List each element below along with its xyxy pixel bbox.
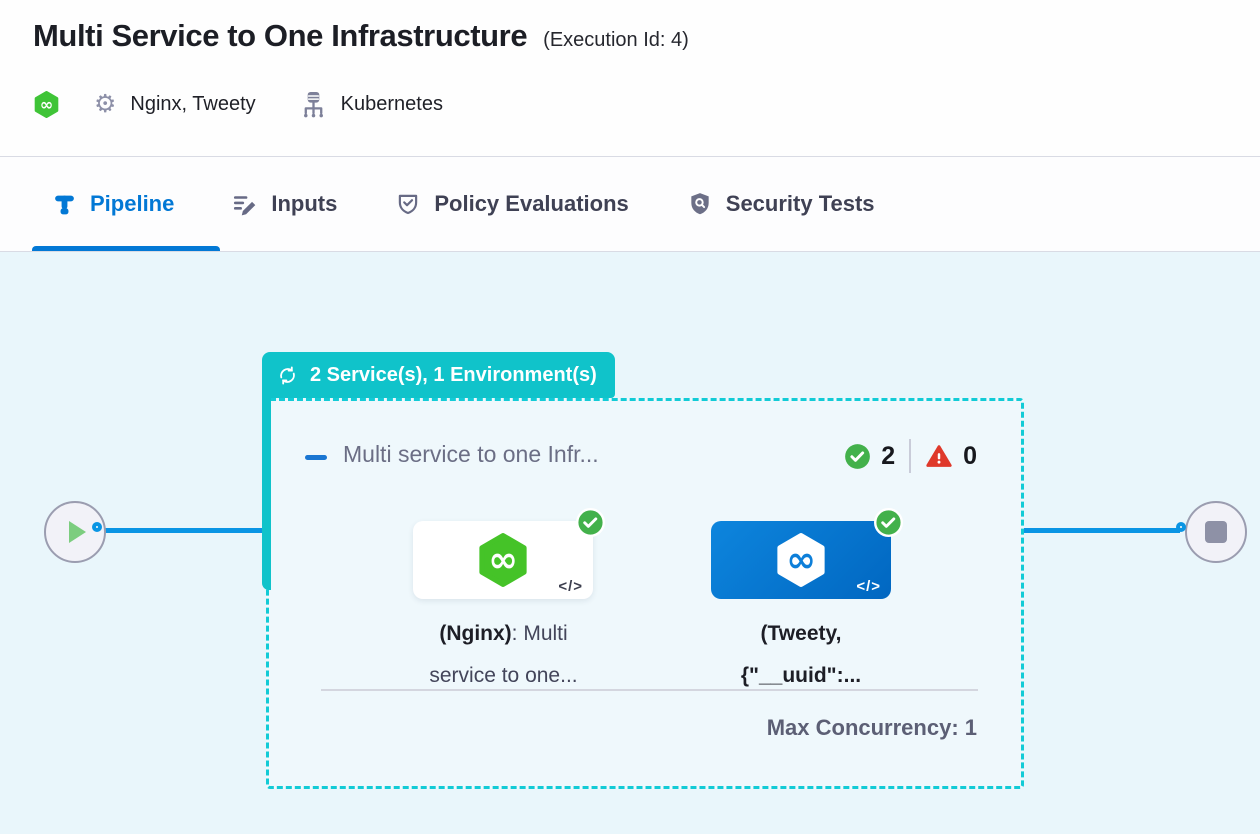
svg-text:∞: ∞ — [40, 95, 53, 114]
code-icon: </> — [856, 578, 881, 595]
stage-status-counts: 2 0 — [844, 439, 977, 473]
active-tab-underline — [32, 246, 220, 251]
tab-inputs-label: Inputs — [271, 191, 338, 216]
execution-id-label: (Execution Id: 4) — [543, 29, 689, 51]
infrastructure-icon — [300, 90, 327, 119]
loop-accent-strip — [262, 398, 271, 590]
page-header: Multi Service to One Infrastructure (Exe… — [0, 0, 1260, 156]
play-icon — [69, 521, 86, 543]
code-icon: </> — [558, 578, 583, 595]
tab-policy-evaluations[interactable]: Policy Evaluations — [395, 191, 629, 217]
loop-icon — [276, 364, 299, 387]
error-warning-icon — [925, 443, 953, 470]
security-shield-icon — [687, 191, 713, 217]
stage-group-box[interactable]: Multi service to one Infr... 2 0 — [266, 398, 1024, 789]
max-concurrency-label: Max Concurrency: 1 — [766, 715, 977, 740]
pipeline-start-node — [44, 501, 106, 563]
node-success-badge — [874, 508, 903, 537]
tab-pipeline[interactable]: Pipeline — [52, 191, 174, 217]
pipeline-end-node — [1185, 501, 1247, 563]
tab-bar: Pipeline Inputs Policy Evaluations — [0, 156, 1260, 252]
service-node-nginx[interactable]: ∞ </> — [413, 508, 605, 599]
success-count: 2 — [881, 441, 896, 470]
stop-icon — [1205, 521, 1227, 543]
end-link-port — [1176, 522, 1186, 532]
collapse-stage-icon[interactable] — [305, 455, 327, 460]
service-node-label-tweety: (Tweety, {"__uuid":... — [740, 622, 862, 687]
loop-badge-label: 2 Service(s), 1 Environment(s) — [310, 363, 597, 386]
error-count: 0 — [963, 441, 977, 470]
multi-deploy-badge[interactable]: 2 Service(s), 1 Environment(s) — [262, 352, 615, 398]
edge-stage-to-end — [1024, 528, 1180, 533]
page-title: Multi Service to One Infrastructure — [33, 18, 528, 53]
header-meta-row: ∞ ⚙ Nginx, Tweety Kubernetes — [33, 88, 443, 120]
service-node-label-nginx: (Nginx): Multi service to one... — [429, 622, 578, 687]
counts-divider — [909, 439, 912, 473]
success-check-icon — [844, 443, 871, 470]
stage-title: Multi service to one Infr... — [343, 441, 599, 467]
title-row: Multi Service to One Infrastructure (Exe… — [33, 18, 689, 54]
tab-security-tests[interactable]: Security Tests — [687, 191, 875, 217]
svg-text:∞: ∞ — [786, 540, 816, 581]
harness-service-logo-white: ∞ — [774, 532, 828, 588]
tab-security-tests-label: Security Tests — [725, 191, 875, 216]
services-gear-icon: ⚙ — [94, 89, 117, 118]
edge-start-to-stage — [101, 528, 262, 533]
node-success-badge — [576, 508, 605, 537]
stage-divider — [321, 689, 978, 691]
start-link-port — [92, 522, 102, 532]
tab-pipeline-label: Pipeline — [90, 191, 175, 216]
harness-service-logo-green: ∞ — [476, 532, 530, 588]
policy-shield-check-icon — [395, 191, 421, 217]
services-names: Nginx, Tweety — [130, 92, 256, 115]
inputs-edit-icon — [232, 191, 258, 217]
pipeline-canvas: 2 Service(s), 1 Environment(s) Multi ser… — [0, 252, 1260, 834]
tab-policy-evaluations-label: Policy Evaluations — [434, 191, 629, 216]
infrastructure-name: Kubernetes — [340, 92, 443, 115]
service-node-tweety[interactable]: ∞ </> — [711, 508, 903, 599]
harness-cd-icon: ∞ — [33, 90, 60, 119]
svg-text:∞: ∞ — [488, 540, 518, 581]
pipeline-icon — [52, 191, 77, 217]
tab-inputs[interactable]: Inputs — [232, 191, 337, 217]
